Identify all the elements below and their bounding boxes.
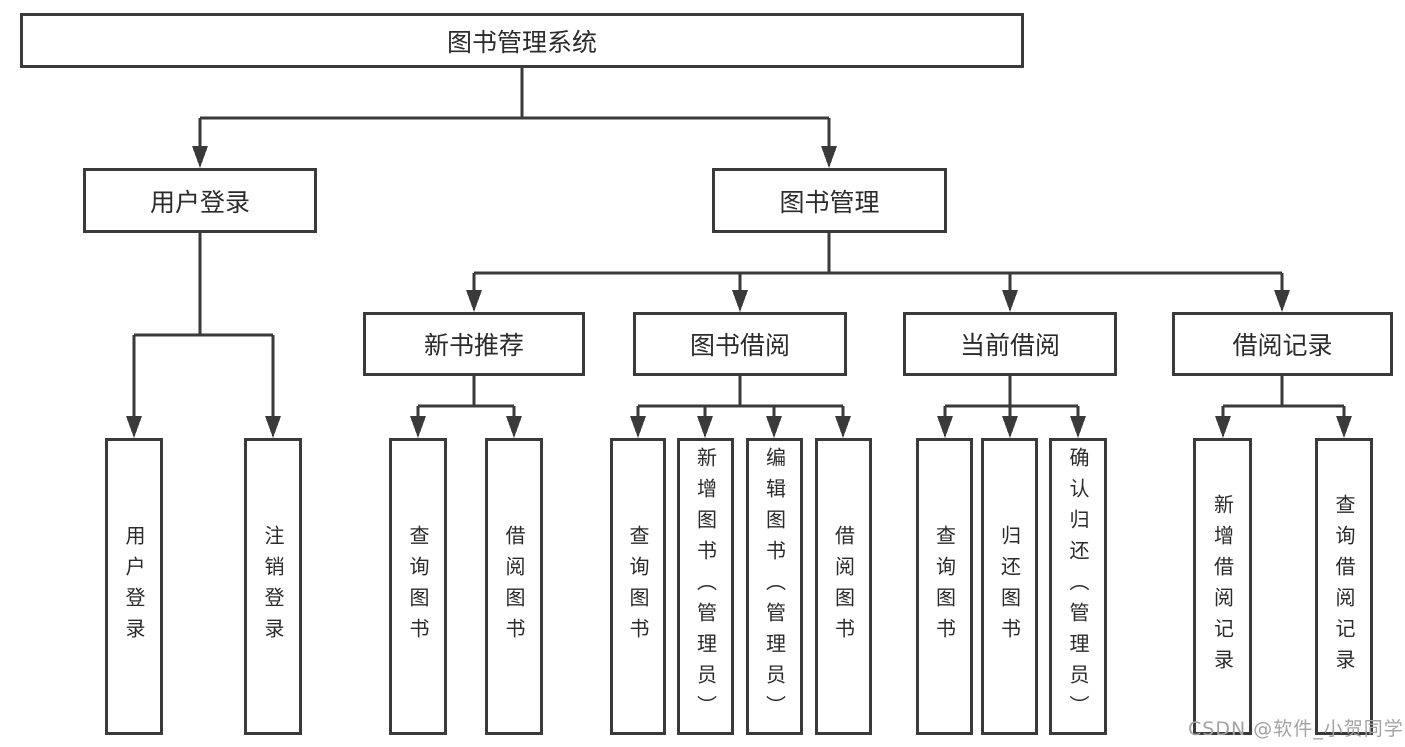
leaf-query-books-current: 查询图书 xyxy=(916,438,973,735)
node-new-book-recommendation: 新书推荐 xyxy=(363,312,585,376)
node-book-management: 图书管理 xyxy=(712,168,947,233)
leaf-user-login: 用户登录 xyxy=(105,438,163,735)
leaf-confirm-return-admin: 确认归还（管理员） xyxy=(1049,438,1107,735)
leaf-add-book-admin: 新增图书（管理员） xyxy=(677,438,734,735)
connector-login-children xyxy=(126,233,281,438)
leaf-confirm-return-admin-label: 确认归还（管理员） xyxy=(1066,447,1090,726)
leaf-query-books-recommend: 查询图书 xyxy=(389,438,447,735)
leaf-edit-book-admin: 编辑图书（管理员） xyxy=(746,438,803,735)
leaf-return-book: 归还图书 xyxy=(981,438,1038,735)
leaf-query-borrow-record: 查询借阅记录 xyxy=(1315,438,1373,735)
leaf-user-login-label: 用户登录 xyxy=(122,524,146,649)
leaf-borrow-books-recommend: 借阅图书 xyxy=(485,438,543,735)
leaf-borrow-books-recommend-label: 借阅图书 xyxy=(502,524,526,649)
connector-newbook-children xyxy=(410,376,522,438)
leaf-query-books-borrow-label: 查询图书 xyxy=(626,524,650,649)
leaf-add-book-admin-label: 新增图书（管理员） xyxy=(693,447,718,726)
node-user-login: 用户登录 xyxy=(83,168,317,233)
connector-bookmgmt-to-level3 xyxy=(466,233,1290,312)
node-library-management-system: 图书管理系统 xyxy=(20,13,1024,68)
leaf-borrow-books-label: 借阅图书 xyxy=(831,524,856,649)
leaf-borrow-books: 借阅图书 xyxy=(815,438,872,735)
leaf-logout: 注销登录 xyxy=(244,438,302,735)
leaf-return-book-label: 归还图书 xyxy=(997,524,1022,649)
leaf-add-borrow-record: 新增借阅记录 xyxy=(1193,438,1252,735)
connector-root-to-level2 xyxy=(192,68,837,168)
connector-current-children xyxy=(937,376,1086,438)
leaf-query-books-recommend-label: 查询图书 xyxy=(406,524,430,649)
leaf-edit-book-admin-label: 编辑图书（管理员） xyxy=(762,447,787,726)
connector-records-children xyxy=(1215,376,1352,438)
leaf-logout-label: 注销登录 xyxy=(261,524,285,649)
leaf-query-borrow-record-label: 查询借阅记录 xyxy=(1332,493,1356,680)
node-borrowing-records: 借阅记录 xyxy=(1172,312,1393,376)
connector-borrow-children xyxy=(630,376,851,438)
node-book-borrowing: 图书借阅 xyxy=(633,312,847,376)
leaf-query-books-current-label: 查询图书 xyxy=(932,524,957,649)
leaf-add-borrow-record-label: 新增借阅记录 xyxy=(1210,493,1235,680)
node-current-borrowing: 当前借阅 xyxy=(903,312,1117,376)
csdn-watermark: CSDN @软件_小贺同学 xyxy=(1188,718,1404,740)
leaf-query-books-borrow: 查询图书 xyxy=(610,438,666,735)
